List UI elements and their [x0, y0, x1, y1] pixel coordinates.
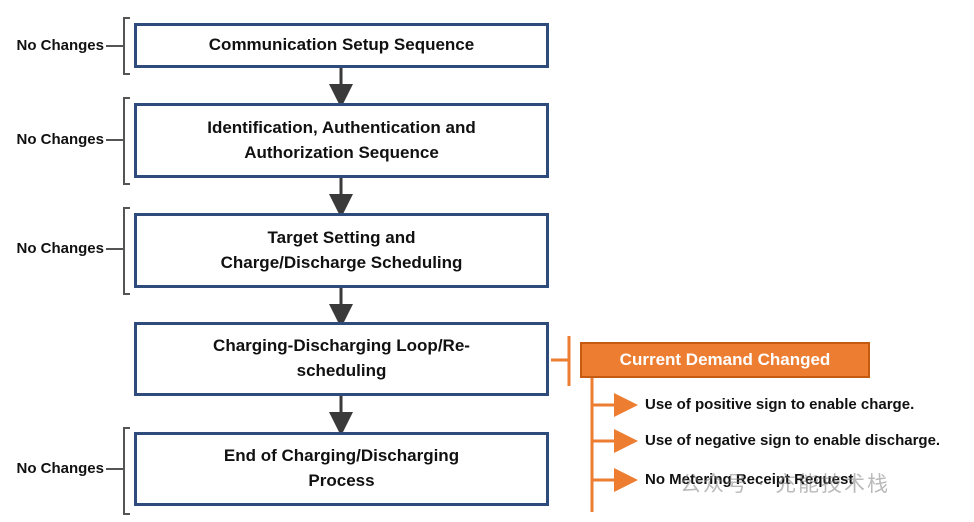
- step-label: Charging-Discharging Loop/Re- scheduling: [213, 336, 470, 380]
- no-changes-label-1: No Changes: [16, 37, 104, 54]
- step-charging-loop: Charging-Discharging Loop/Re- scheduling: [134, 322, 549, 396]
- step-label: Identification, Authentication and Autho…: [207, 117, 476, 162]
- demand-item-negative-sign: Use of negative sign to enable discharge…: [645, 432, 941, 449]
- step-target-setting: Target Setting and Charge/Discharge Sche…: [134, 213, 549, 288]
- step-communication-setup: Communication Setup Sequence: [134, 23, 549, 68]
- current-demand-changed-box: Current Demand Changed: [580, 342, 870, 378]
- demand-item-arrows: [592, 393, 638, 492]
- step-label: End of Charging/Discharging Process: [223, 446, 460, 490]
- bracket-1: [106, 17, 130, 75]
- demand-bracket: [551, 336, 594, 512]
- bracket-5: [106, 427, 130, 515]
- bracket-3: [106, 207, 130, 295]
- bracket-2: [106, 97, 130, 185]
- step-label: Communication Setup Sequence: [208, 35, 475, 55]
- step-identification-authorization: Identification, Authentication and Autho…: [134, 103, 549, 178]
- no-changes-brackets: [106, 17, 130, 515]
- no-changes-label-2: No Changes: [16, 131, 104, 148]
- step-label: Target Setting and Charge/Discharge Sche…: [220, 227, 463, 272]
- step-end-of-charging: End of Charging/Discharging Process: [134, 432, 549, 506]
- no-changes-label-3: No Changes: [16, 240, 104, 257]
- watermark: 公众号 · 充能技术栈: [680, 472, 891, 496]
- demand-item-no-metering: No Metering Receipt Request: [645, 471, 854, 488]
- no-changes-label-5: No Changes: [16, 460, 104, 477]
- demand-item-positive-sign: Use of positive sign to enable charge.: [645, 396, 915, 413]
